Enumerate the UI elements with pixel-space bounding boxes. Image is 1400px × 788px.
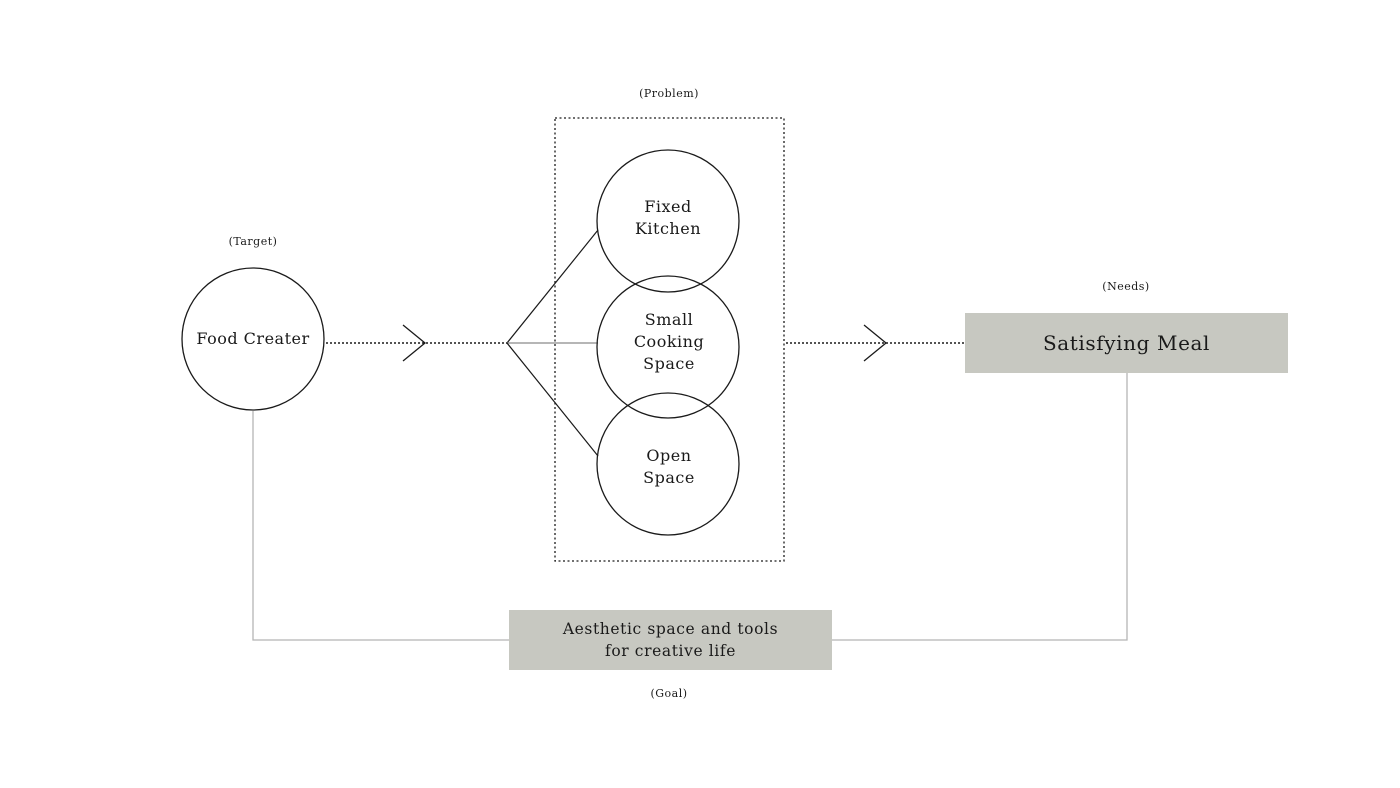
fixed-kitchen-line-1: Fixed <box>644 197 692 216</box>
problem-to-needs-arrowhead <box>863 324 888 362</box>
fixed-kitchen-line-2: Kitchen <box>634 219 702 238</box>
problem-frame <box>554 117 785 562</box>
small-cooking-space-line-2: Cooking <box>633 332 705 351</box>
goal-label: (Goal) <box>650 687 688 700</box>
target-circle <box>181 267 325 411</box>
needs-label: (Needs) <box>1102 280 1150 293</box>
open-space-line-2: Space <box>643 468 695 487</box>
open-space-line-1: Open <box>646 446 692 465</box>
target-label: (Target) <box>228 235 278 248</box>
target-to-goal-connector <box>252 411 509 641</box>
aesthetic-goal-line-2: for creative life <box>605 642 736 660</box>
open-space-node-label: Open Space <box>599 445 739 489</box>
aesthetic-goal-box: Aesthetic space and tools for creative l… <box>509 610 832 670</box>
satisfying-meal-box: Satisfying Meal <box>965 313 1288 373</box>
small-cooking-space-line-3: Space <box>643 354 695 373</box>
fixed-kitchen-node-label: Fixed Kitchen <box>598 196 738 240</box>
aesthetic-goal-line-1: Aesthetic space and tools <box>562 620 779 638</box>
branch-line-fixed-kitchen <box>506 229 599 344</box>
satisfying-meal-text: Satisfying Meal <box>1042 331 1211 355</box>
fixed-kitchen-circle <box>596 149 740 293</box>
food-creater-text: Food Creater <box>196 329 310 348</box>
target-to-problem-arrowhead <box>402 324 427 362</box>
small-cooking-space-circle <box>596 275 740 419</box>
branch-line-open-space <box>506 342 599 457</box>
problem-label: (Problem) <box>639 87 699 100</box>
small-cooking-space-line-1: Small <box>644 310 694 329</box>
small-cooking-space-node-label: Small Cooking Space <box>599 309 739 375</box>
open-space-circle <box>596 392 740 536</box>
food-creater-node-label: Food Creater <box>183 328 323 350</box>
needs-to-goal-connector <box>831 373 1128 641</box>
